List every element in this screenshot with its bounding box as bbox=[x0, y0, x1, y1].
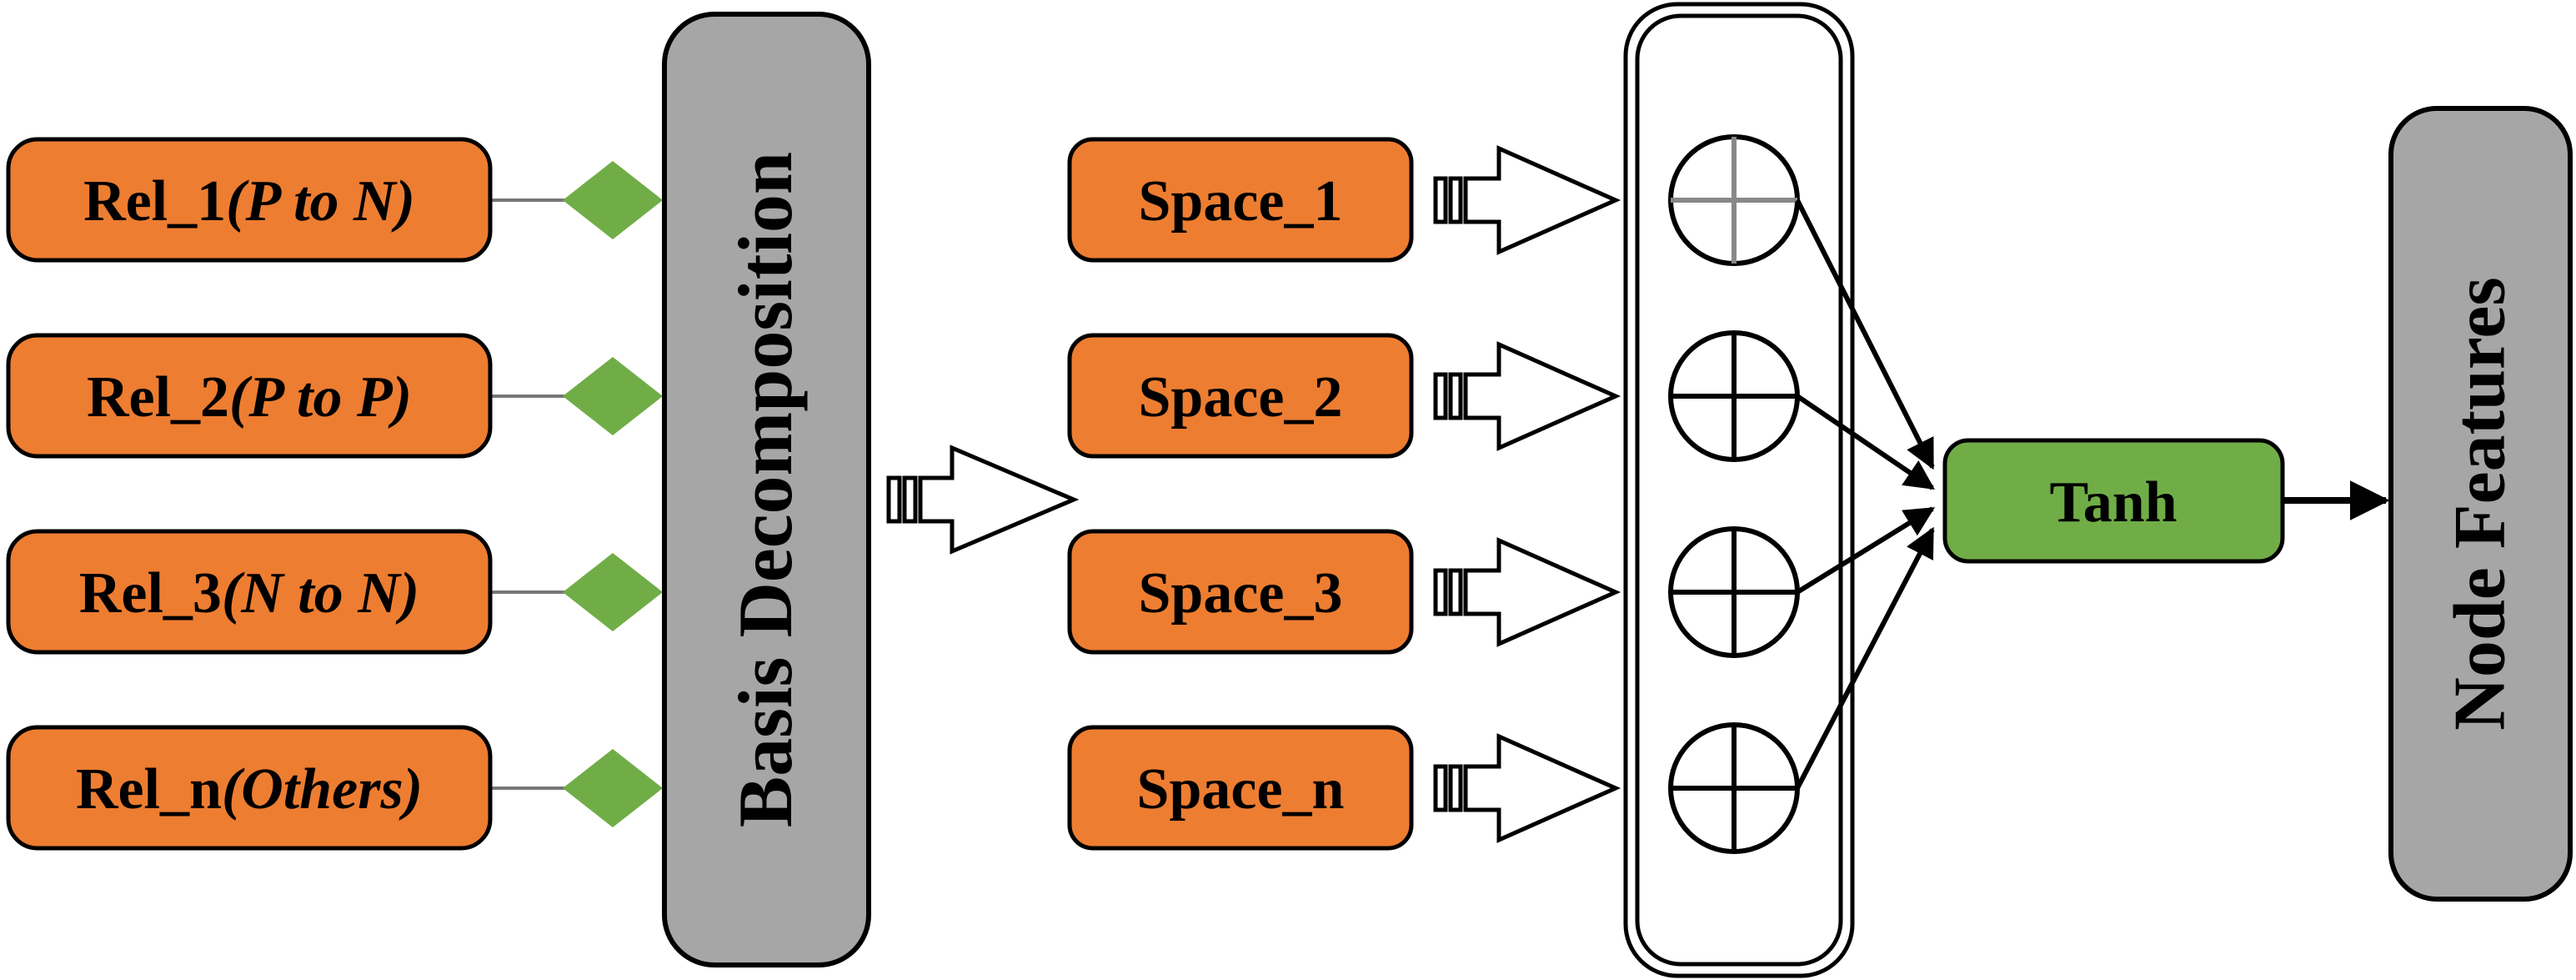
tanh-block: Tanh bbox=[1942, 438, 2285, 564]
basis-label: Basis Decomposition bbox=[723, 152, 808, 827]
space-arrow bbox=[1433, 341, 1621, 451]
aggregation-block bbox=[1623, 2, 1855, 978]
relation-label: Rel_3(N to N) bbox=[79, 561, 419, 626]
sum-circle-3 bbox=[1668, 526, 1800, 658]
sum-to-tanh-arrows bbox=[1795, 199, 1936, 790]
tanh-label: Tanh bbox=[2049, 470, 2177, 535]
relation-box bbox=[6, 137, 493, 263]
sum-circle-2 bbox=[1668, 330, 1800, 462]
space-row-4: Space_n bbox=[1067, 725, 1621, 851]
space-arrow bbox=[1433, 733, 1621, 843]
arrow-sum-2 bbox=[1796, 394, 1935, 490]
tanh-box bbox=[1942, 438, 2285, 564]
diamond-node bbox=[563, 553, 663, 631]
space-arrow bbox=[1433, 145, 1621, 255]
space-arrow bbox=[1433, 537, 1621, 647]
space-label: Space_3 bbox=[1139, 561, 1343, 626]
relation-label: Rel_1(P to N) bbox=[83, 169, 415, 234]
node-features-block: Node Features bbox=[2388, 106, 2573, 902]
arrow-sum-4 bbox=[1795, 526, 1935, 790]
relation-box bbox=[6, 725, 493, 851]
space-label: Space_1 bbox=[1139, 169, 1343, 234]
basis-decomposition-block: Basis Decomposition bbox=[662, 12, 871, 967]
arrow-sum-3 bbox=[1796, 506, 1936, 595]
basis-box bbox=[662, 12, 871, 967]
sum-circle-1 bbox=[1668, 134, 1800, 266]
node-features-box bbox=[2388, 106, 2573, 902]
diamond-node bbox=[563, 161, 663, 239]
space-box bbox=[1067, 529, 1414, 655]
space-row-2: Space_2 bbox=[1067, 333, 1621, 459]
diamond-node bbox=[563, 749, 663, 827]
relation-row-2: Rel_2(P to P) bbox=[6, 333, 663, 459]
space-label: Space_n bbox=[1137, 757, 1345, 822]
aggregation-inner-border bbox=[1635, 13, 1843, 967]
relation-label: Rel_n(Others) bbox=[76, 757, 423, 822]
space-box bbox=[1067, 333, 1414, 459]
space-label: Space_2 bbox=[1139, 365, 1343, 430]
aggregation-outer-border bbox=[1623, 2, 1855, 978]
node-features-label: Node Features bbox=[2440, 277, 2521, 730]
relation-label: Rel_2(P to P) bbox=[87, 365, 412, 430]
space-row-3: Space_3 bbox=[1067, 529, 1621, 655]
space-row-1: Space_1 bbox=[1067, 137, 1621, 263]
relation-row-4: Rel_n(Others) bbox=[6, 725, 663, 851]
arrow-sum-1 bbox=[1795, 199, 1935, 470]
space-box bbox=[1067, 725, 1414, 851]
basis-to-spaces-arrow bbox=[886, 445, 1080, 555]
relation-box bbox=[6, 529, 493, 655]
diamond-node bbox=[563, 357, 663, 435]
space-box bbox=[1067, 137, 1414, 263]
relation-row-1: Rel_1(P to N) bbox=[6, 137, 663, 263]
relation-box bbox=[6, 333, 493, 459]
sum-circle-4 bbox=[1668, 722, 1800, 854]
relation-row-3: Rel_3(N to N) bbox=[6, 529, 663, 655]
